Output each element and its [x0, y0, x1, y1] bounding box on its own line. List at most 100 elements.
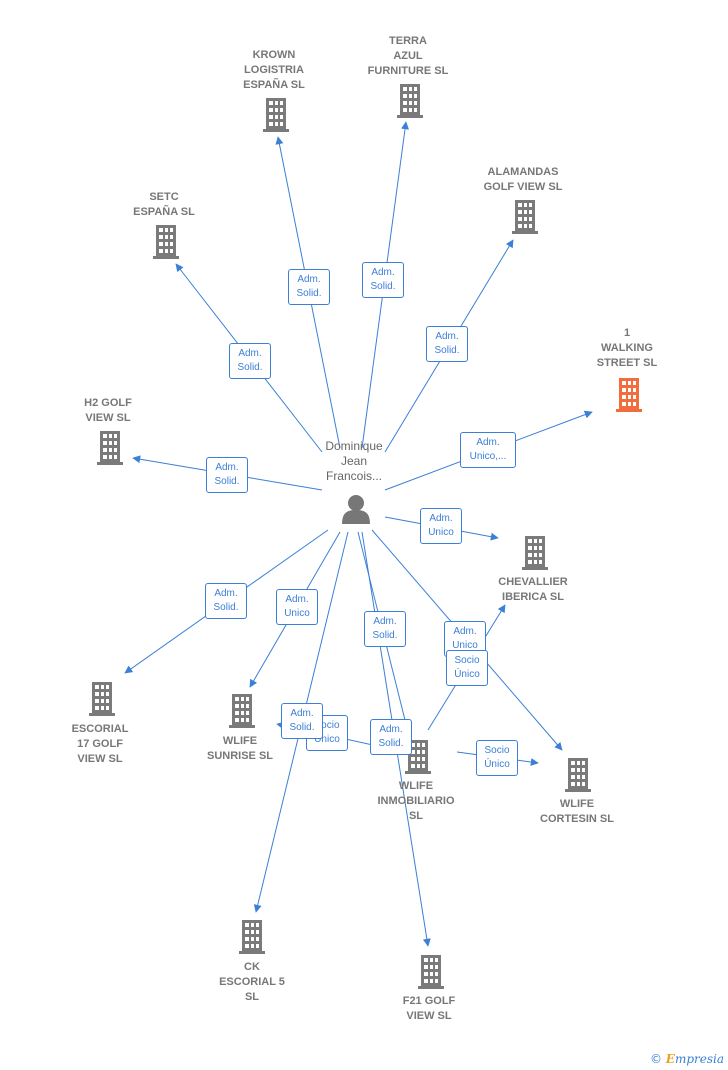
edge-label-line: Adm.: [371, 267, 395, 278]
label-line: IBERICA SL: [502, 591, 564, 603]
edge-label-line: Adm.: [429, 513, 453, 524]
label-line: H2 GOLF: [84, 397, 132, 409]
edge-label-inmob-solid[interactable]: Adm.Solid.: [364, 611, 406, 647]
building-icon-f21golf[interactable]: [418, 955, 444, 989]
edge-label-line: Adm.: [476, 437, 500, 448]
company-label-terra[interactable]: TERRA AZUL FURNITURE SL: [353, 34, 463, 79]
label-line: SL: [408, 810, 424, 822]
edge-label-line: Adm.: [297, 274, 321, 285]
building-icon-walking[interactable]: [616, 378, 642, 412]
company-label-wlifecortesin[interactable]: WLIFE CORTESIN SL: [522, 797, 632, 827]
label-line: LOGISTRIA: [244, 64, 304, 76]
edge-label-line: Unico,...: [469, 451, 507, 462]
company-label-ckescorial[interactable]: CK ESCORIAL 5 SL: [197, 960, 307, 1005]
edge-label-alamandas[interactable]: Adm.Solid.: [426, 326, 468, 362]
building-icon-krown[interactable]: [263, 98, 289, 132]
label-line: F21 GOLF: [402, 995, 456, 1007]
edge-label-line: Único: [484, 759, 510, 770]
label-line: WLIFE: [222, 735, 258, 747]
edge-label-line: Solid.: [214, 476, 240, 487]
edge-label-line: Solid.: [378, 738, 404, 749]
edge-label-line: Adm.: [238, 348, 262, 359]
label-line: ESPAÑA SL: [133, 206, 195, 218]
edge-label-h2golf[interactable]: Adm. Solid.: [206, 457, 248, 493]
edge-label-line: Adm.: [215, 462, 239, 473]
company-label-wlifeinmob[interactable]: WLIFE INMOBILIARIO SL: [361, 779, 471, 824]
label-line: SETC: [149, 191, 179, 203]
label-line: SL: [244, 991, 260, 1003]
empresia-watermark: © Empresia: [650, 1052, 724, 1066]
label-line: WLIFE: [559, 798, 595, 810]
edge-label-line: Solid.: [372, 630, 398, 641]
brand-name: mpresia: [674, 1052, 724, 1066]
company-label-setc[interactable]: SETC ESPAÑA SL: [109, 190, 219, 220]
edge-label-escorial17[interactable]: Adm.Solid.: [205, 583, 247, 619]
building-icon-escorial17[interactable]: [89, 682, 115, 716]
label-line: ESCORIAL: [71, 723, 129, 735]
label-line: ALAMANDAS: [487, 166, 559, 178]
label-line: AZUL: [393, 50, 423, 62]
label-line: VIEW SL: [85, 412, 131, 424]
building-icon-h2golf[interactable]: [97, 431, 123, 465]
building-icon-wlifecortesin[interactable]: [565, 758, 591, 792]
edge-label-terra[interactable]: Adm. Solid.: [362, 262, 404, 298]
company-label-wlifesunrise[interactable]: WLIFE SUNRISE SL: [185, 734, 295, 764]
edge-label-line: Adm.: [435, 331, 459, 342]
edge-label-f21[interactable]: Adm. Solid.: [370, 719, 412, 755]
label-line: CORTESIN SL: [540, 813, 614, 825]
company-label-krown[interactable]: KROWN LOGISTRIA ESPAÑA SL: [219, 48, 329, 93]
label-line: INMOBILIARIO: [377, 795, 455, 807]
person-label[interactable]: Dominique Jean Francois...: [304, 439, 404, 484]
label-line: FURNITURE SL: [367, 65, 449, 77]
edge-label-krown[interactable]: Adm.Solid.: [288, 269, 330, 305]
edge-label-sunrise[interactable]: Adm. Unico: [276, 589, 318, 625]
label-line: GOLF VIEW SL: [483, 181, 563, 193]
edge-label-line: Adm.: [290, 708, 314, 719]
edge-label-line: Unico: [284, 608, 310, 619]
building-icon-ckescorial[interactable]: [239, 920, 265, 954]
label-line: ESPAÑA SL: [243, 79, 305, 91]
label-line: VIEW SL: [77, 753, 123, 765]
label-line: TERRA: [389, 35, 427, 47]
edge-label-chevallier[interactable]: Adm. Unico: [420, 508, 462, 544]
building-icon-setc[interactable]: [153, 225, 179, 259]
label-line: VIEW SL: [406, 1010, 452, 1022]
edge-label-ck[interactable]: Adm.Solid.: [281, 703, 323, 739]
building-icon-terra[interactable]: [397, 84, 423, 118]
copyright-symbol: ©: [649, 1052, 662, 1066]
edge-label-line: Socio: [314, 720, 340, 731]
label-line: SUNRISE SL: [206, 750, 273, 762]
building-icon-alamandas[interactable]: [512, 200, 538, 234]
edge-label-line: Solid.: [370, 281, 396, 292]
building-icon-chevallier[interactable]: [522, 536, 548, 570]
label-line: CK: [244, 961, 260, 973]
company-label-chevallier[interactable]: CHEVALLIER IBERICA SL: [478, 575, 588, 605]
edge-label-walking[interactable]: Adm. Unico,...: [460, 432, 516, 468]
company-label-escorial17[interactable]: ESCORIAL 17 GOLF VIEW SL: [45, 722, 155, 767]
edge-label-line: Unico: [428, 527, 454, 538]
label-line: STREET SL: [596, 357, 658, 369]
edge-label-line: Unico: [452, 640, 478, 651]
person-label-line: Francois...: [325, 469, 382, 483]
label-line: CHEVALLIER: [498, 576, 568, 588]
label-line: WALKING: [601, 342, 653, 354]
company-label-walking[interactable]: 1 WALKING STREET SL: [572, 326, 682, 371]
person-icon[interactable]: [342, 495, 370, 524]
brand-initial: E: [665, 1052, 675, 1066]
edge-label-line: Adm.: [214, 588, 238, 599]
person-label-line: Jean: [340, 454, 368, 468]
company-label-h2golf[interactable]: H2 GOLF VIEW SL: [53, 396, 163, 426]
company-label-alamandas[interactable]: ALAMANDAS GOLF VIEW SL: [468, 165, 578, 195]
label-line: 1: [623, 327, 631, 339]
edge-label-line: Único: [314, 734, 340, 745]
label-line: KROWN: [252, 49, 296, 61]
edge-label-line: Solid.: [237, 362, 263, 373]
company-label-f21golf[interactable]: F21 GOLF VIEW SL: [374, 994, 484, 1024]
edge-label-setc[interactable]: Adm. Solid.: [229, 343, 271, 379]
edge-label-line: Adm.: [285, 594, 309, 605]
label-line: 17 GOLF: [77, 738, 123, 750]
edge-label-line: Adm.: [379, 724, 403, 735]
building-icon-wlifesunrise[interactable]: [229, 694, 255, 728]
